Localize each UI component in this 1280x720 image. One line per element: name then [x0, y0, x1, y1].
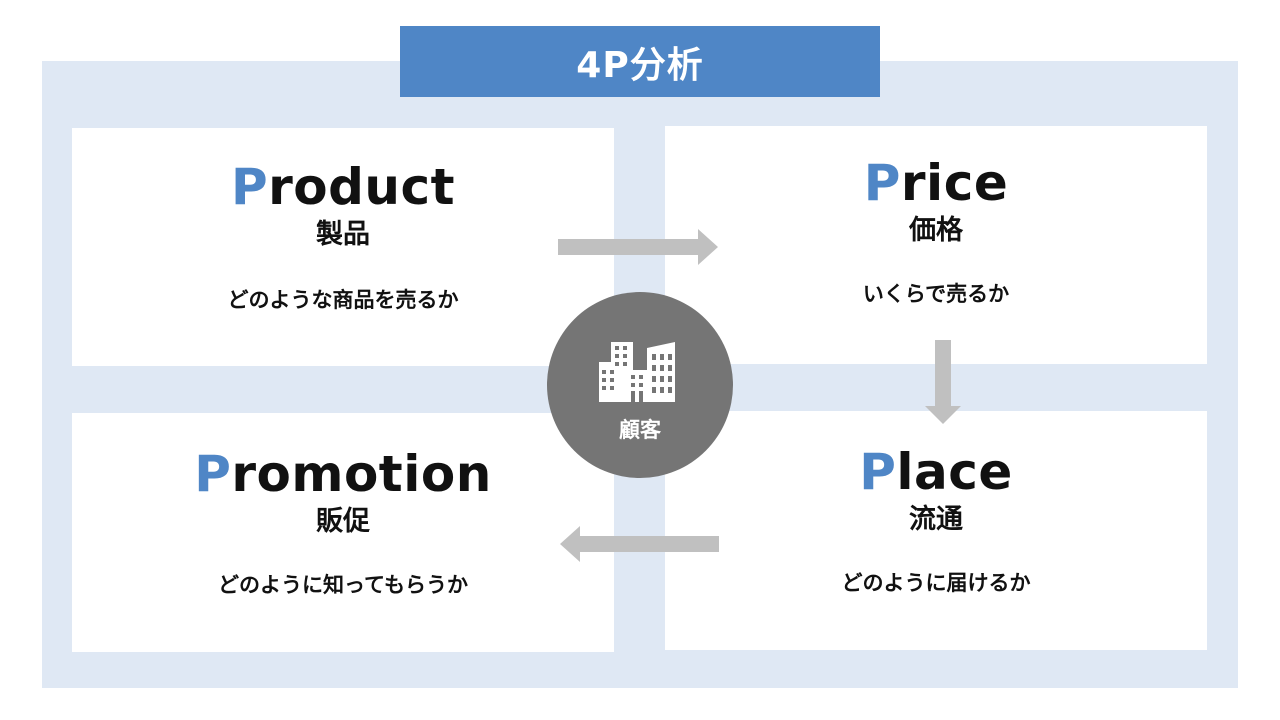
arrow-right-icon: [558, 229, 718, 265]
diagram-title: 4P分析: [400, 26, 880, 97]
quadrant-japanese-label: 製品: [316, 219, 370, 250]
heading-initial: P: [230, 158, 269, 216]
heading-rest: lace: [896, 443, 1013, 501]
quadrant-heading: Promotion: [72, 449, 614, 499]
customer-circle: 顧客: [547, 292, 733, 478]
quadrant-description: いくらで売るか: [862, 281, 1010, 306]
quadrant-promotion: Promotion 販促 どのように知ってもらうか: [72, 413, 614, 652]
heading-initial: P: [859, 443, 897, 501]
heading-rest: rice: [900, 154, 1009, 212]
quadrant-product: Product 製品 どのような商品を売るか: [72, 128, 614, 366]
heading-rest: romotion: [231, 445, 492, 503]
arrow-left-icon: [560, 526, 719, 562]
quadrant-japanese-label: 価格: [909, 215, 963, 246]
arrow-down-icon: [925, 340, 961, 424]
heading-initial: P: [863, 154, 901, 212]
quadrant-japanese-label: 販促: [316, 506, 370, 537]
quadrant-heading: Price: [665, 158, 1207, 208]
quadrant-heading: Product: [72, 162, 614, 212]
quadrant-description: どのように知ってもらうか: [218, 572, 468, 597]
heading-rest: roduct: [268, 158, 456, 216]
buildings-icon: [599, 342, 675, 402]
quadrant-price: Price 価格 いくらで売るか: [665, 126, 1207, 364]
quadrant-heading: Place: [665, 447, 1207, 497]
quadrant-japanese-label: 流通: [909, 504, 963, 535]
customer-label: 顧客: [619, 418, 661, 442]
quadrant-description: どのように届けるか: [841, 570, 1031, 595]
quadrant-place: Place 流通 どのように届けるか: [665, 411, 1207, 650]
heading-initial: P: [194, 445, 232, 503]
quadrant-description: どのような商品を売るか: [227, 287, 459, 312]
